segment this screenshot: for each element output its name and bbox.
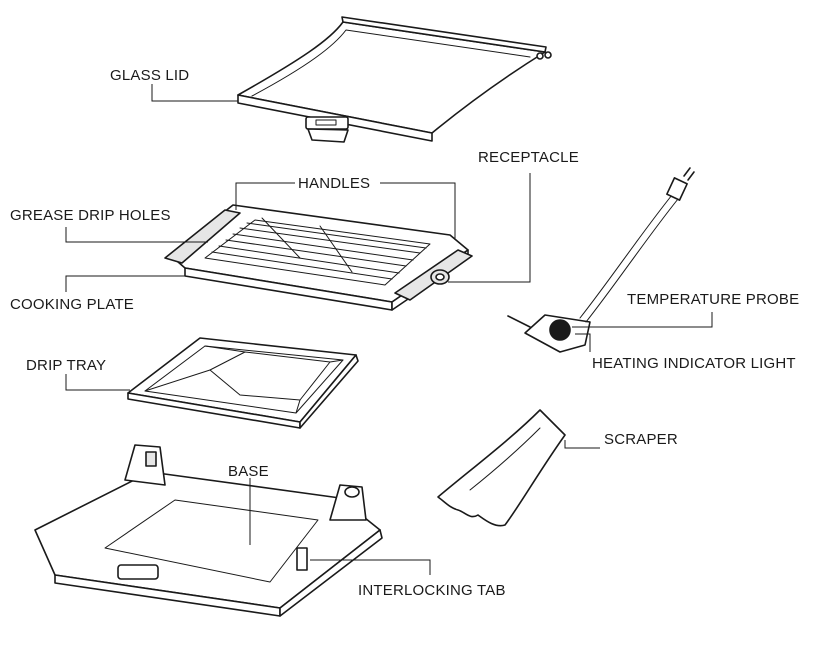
leader-indicator [575,333,591,352]
leader-drip-tray [65,374,130,391]
cooking-plate [164,204,473,311]
label-scraper: SCRAPER [604,431,678,448]
leader-temp-probe [572,312,713,328]
label-handles: HANDLES [298,175,371,192]
label-grease-drip-holes: GREASE DRIP HOLES [10,207,171,224]
scraper [437,409,566,527]
leader-handles-left [235,182,295,210]
leader-grease [65,227,208,243]
label-temperature-probe: TEMPERATURE PROBE [627,291,800,308]
leader-cooking-plate [65,275,185,292]
leader-lines [65,84,713,575]
leader-scraper [564,440,600,449]
drip-tray [127,337,359,429]
label-base: BASE [228,463,269,480]
label-interlocking-tab: INTERLOCKING TAB [358,582,506,599]
label-receptacle: RECEPTACLE [478,149,579,166]
leader-handles-right [380,182,456,240]
base [34,444,383,617]
leader-glass-lid [151,84,238,102]
label-cooking-plate: COOKING PLATE [10,296,135,313]
temperature-probe [507,167,695,353]
label-glass-lid: GLASS LID [110,67,190,84]
leader-interlocking-tab [310,559,431,575]
leader-receptacle [448,173,531,283]
label-drip-tray: DRIP TRAY [26,357,107,374]
label-heating-indicator-light: HEATING INDICATOR LIGHT [592,355,796,372]
glass-lid [237,16,552,143]
